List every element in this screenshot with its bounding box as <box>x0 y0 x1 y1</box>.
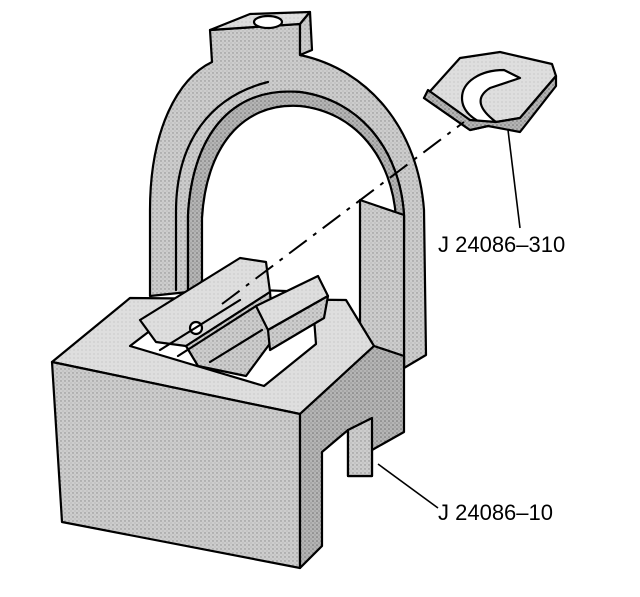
yoke-top-hole <box>252 14 284 30</box>
yoke-frame <box>148 10 428 380</box>
pin-fixture <box>128 256 330 388</box>
yoke-front-band <box>174 80 270 292</box>
label-adapter-plate: J 24086–310 <box>438 232 565 257</box>
adapter-plate-top <box>422 50 558 132</box>
adapter-plate <box>422 50 558 134</box>
leader-press-base <box>377 463 439 509</box>
label-press-base: J 24086–10 <box>438 500 553 525</box>
alignment-centerline <box>221 121 465 305</box>
leader-adapter-plate <box>507 129 521 229</box>
adapter-plate-edge <box>422 74 558 134</box>
